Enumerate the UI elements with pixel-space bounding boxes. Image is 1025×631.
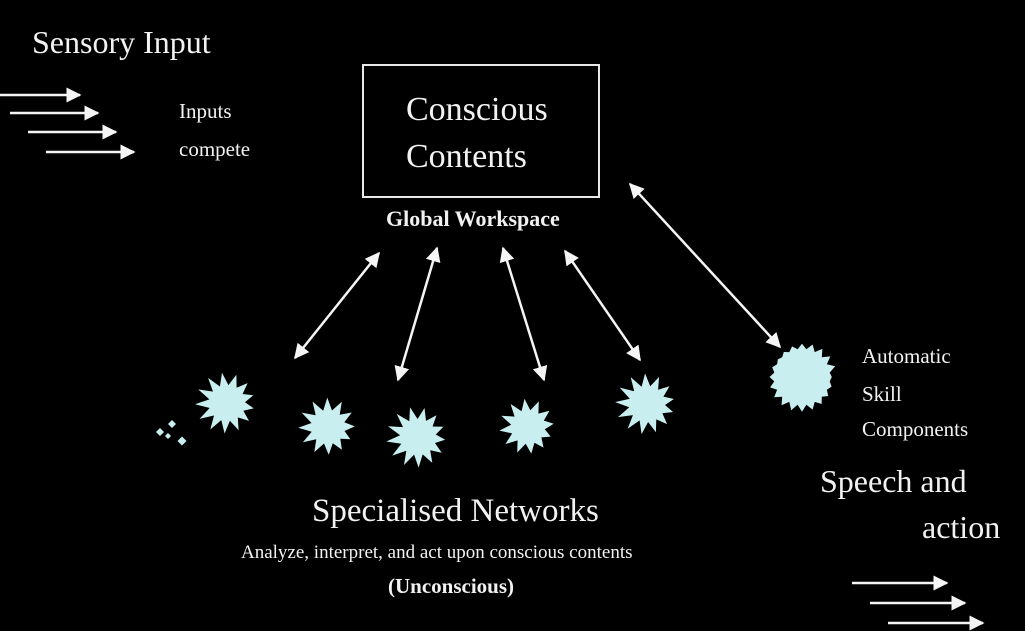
network-node <box>615 373 674 435</box>
network-node <box>499 398 554 454</box>
unconscious-label: (Unconscious) <box>388 574 515 598</box>
workspace-network-arrow <box>563 249 642 362</box>
conscious-contents-label-line2: Contents <box>406 138 527 175</box>
network-node <box>298 397 355 455</box>
workspace-network-arrow <box>499 246 548 382</box>
conscious-contents-label-line1: Conscious <box>406 91 548 128</box>
conscious-contents-box <box>362 64 600 198</box>
workspace-skill-arrow <box>628 182 782 349</box>
network-node <box>195 372 254 434</box>
networks-description-label: Analyze, interpret, and act upon conscio… <box>241 542 633 563</box>
workspace-network-arrow <box>294 251 380 360</box>
automatic-skill-node <box>769 343 836 412</box>
speech-action-label-line1: Speech and <box>820 463 967 499</box>
sensory-input-label: Sensory Input <box>32 24 211 60</box>
workspace-network-arrow <box>394 246 441 382</box>
automatic-skill-label-line2: Skill <box>862 382 902 406</box>
inputs-compete-label-line2: compete <box>179 137 251 161</box>
automatic-skill-label-line1: Automatic <box>862 344 951 368</box>
network-particle <box>156 428 164 436</box>
network-particle <box>168 420 176 428</box>
network-particle <box>165 433 171 439</box>
specialised-networks-label: Specialised Networks <box>312 493 599 529</box>
automatic-skill-label-line3: Components <box>862 417 969 441</box>
speech-action-label-line2: action <box>922 509 1001 545</box>
network-node <box>386 407 446 468</box>
network-particle <box>177 436 187 446</box>
inputs-compete-label-line1: Inputs <box>179 99 232 123</box>
global-workspace-label: Global Workspace <box>386 206 560 231</box>
